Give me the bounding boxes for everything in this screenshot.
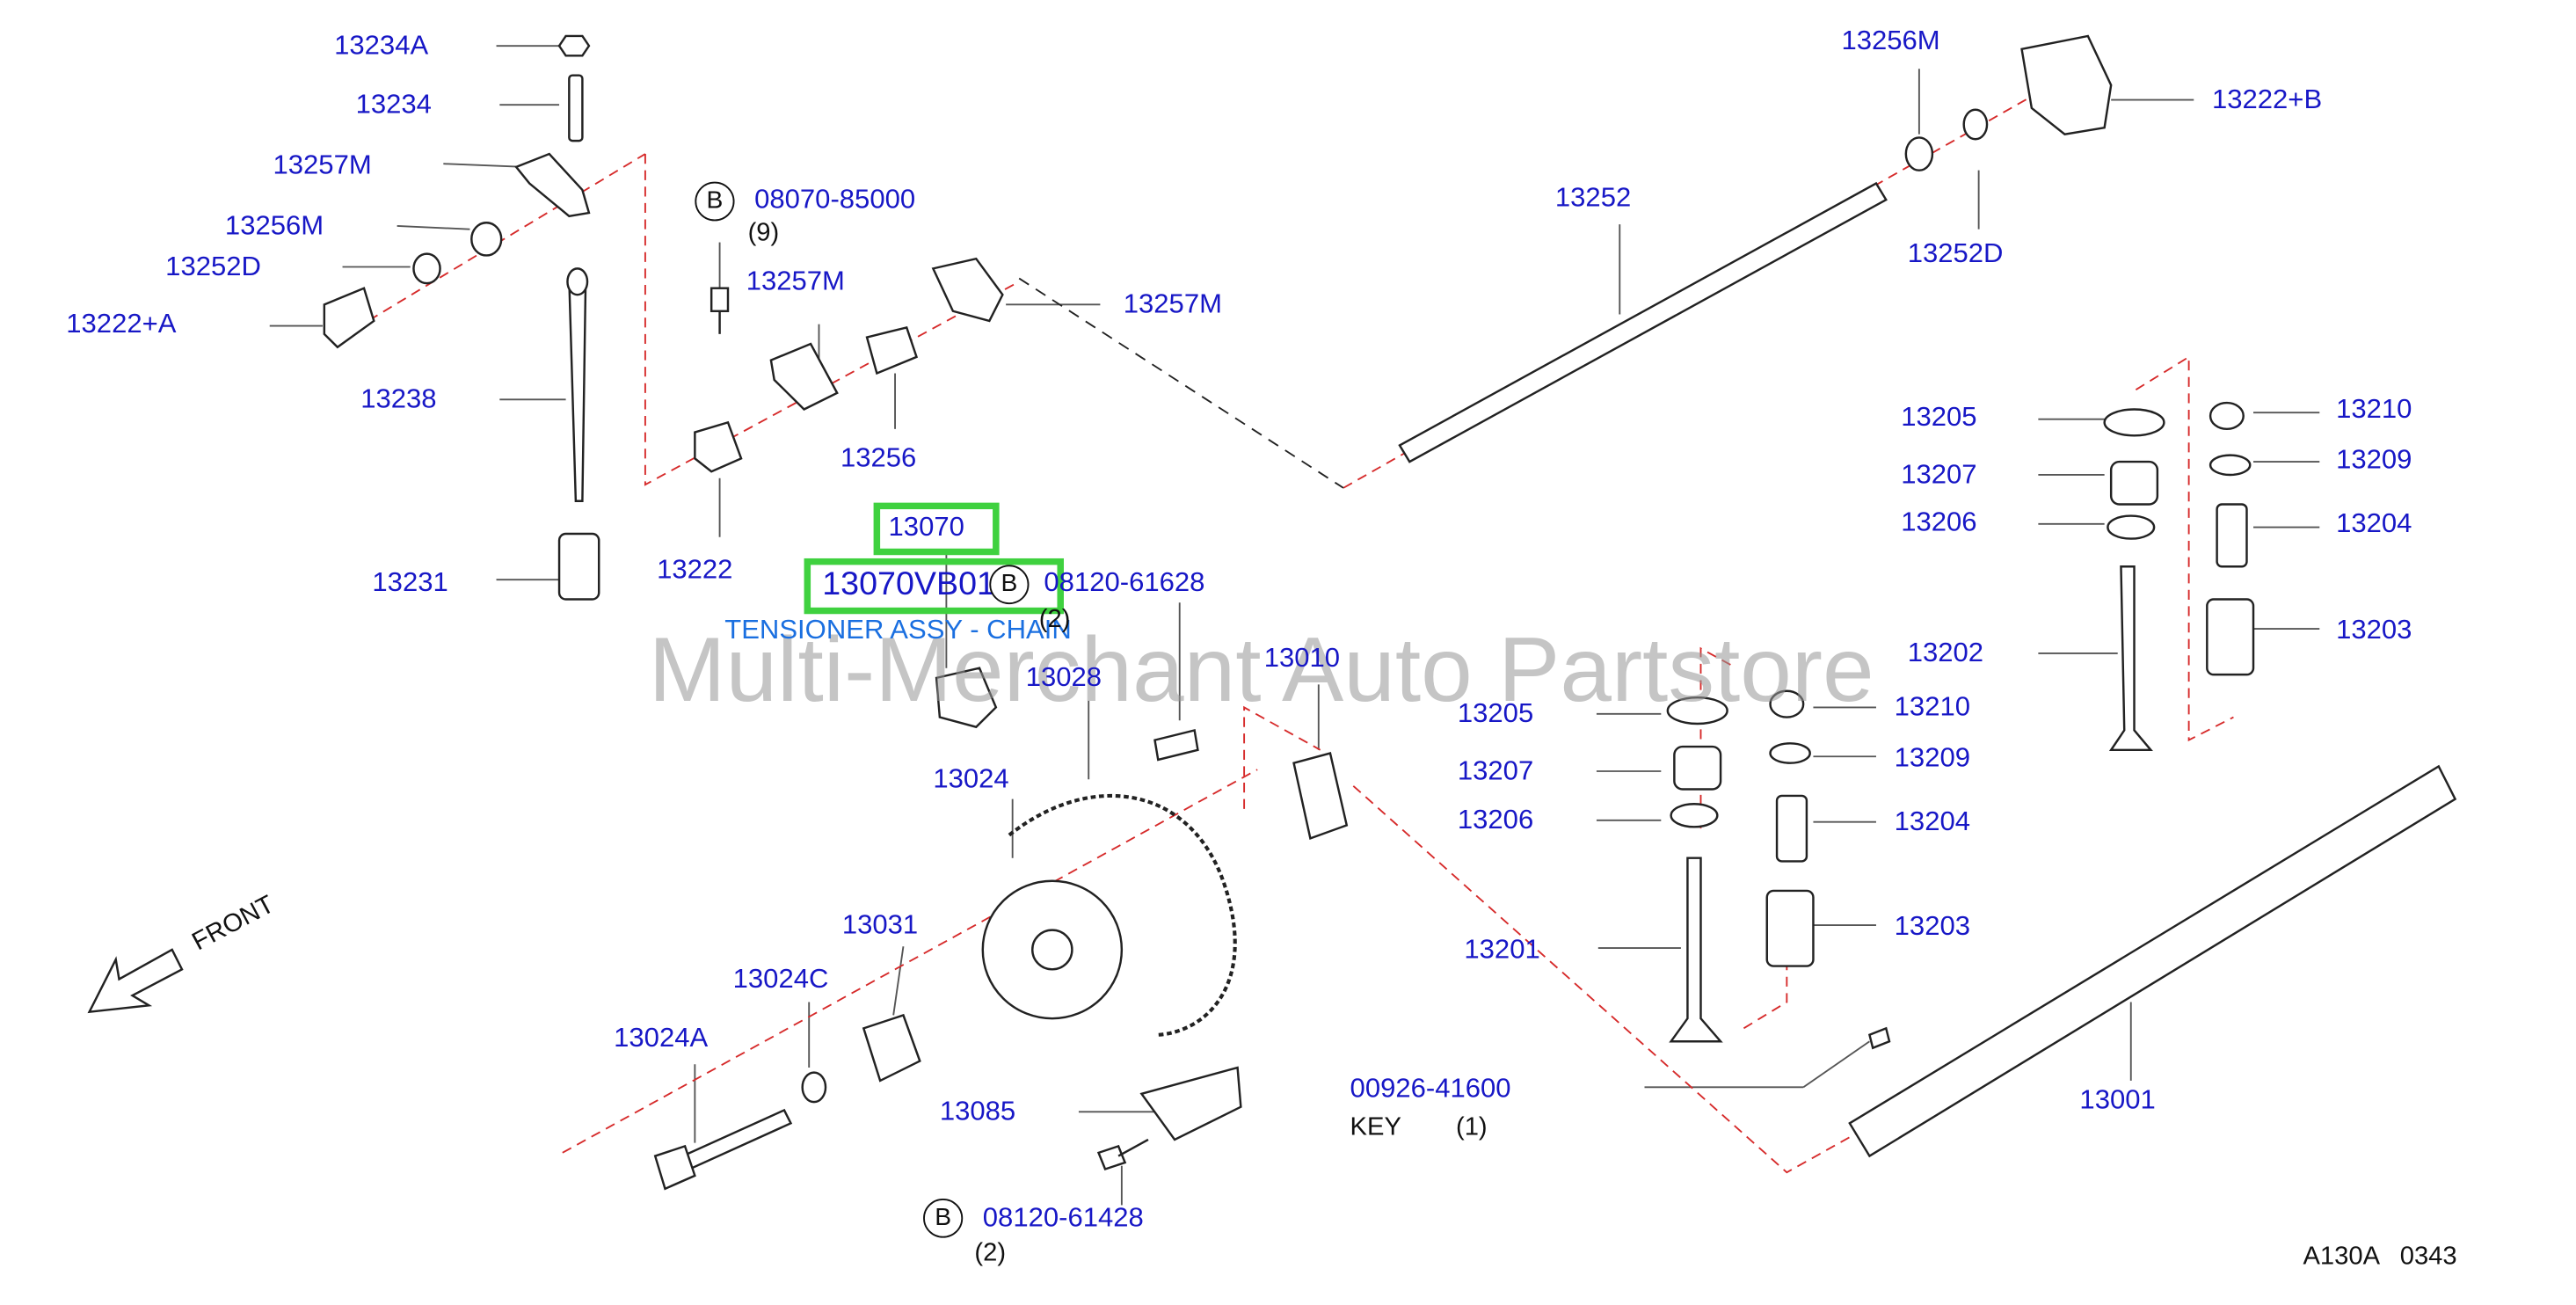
callout-13234A[interactable]: 13234A: [334, 31, 429, 61]
callout-13204-center[interactable]: 13204: [1894, 806, 1971, 837]
callout-13210-center[interactable]: 13210: [1894, 692, 1971, 723]
leader-lines: [269, 45, 2320, 1206]
callout-13206-right[interactable]: 13206: [1901, 507, 1977, 537]
callout-13257M-right[interactable]: 13257M: [1123, 289, 1222, 320]
callout-00926-41600[interactable]: 00926-41600: [1350, 1074, 1511, 1104]
highlight-part-number[interactable]: 13070: [888, 512, 964, 543]
part-description: TENSIONER ASSY - CHAIN: [724, 616, 1072, 645]
callout-13024A[interactable]: 13024A: [614, 1023, 709, 1053]
callout-13256M-right[interactable]: 13256M: [1841, 26, 1940, 56]
bolt-badge-b-1: B: [695, 181, 735, 222]
parts-drawing: [87, 34, 2457, 1191]
bolt-badge-b-2: B: [989, 565, 1030, 605]
callout-13031[interactable]: 13031: [841, 910, 919, 940]
diagram-code: A130A 0343: [2303, 1243, 2457, 1271]
callout-13209-right[interactable]: 13209: [2336, 445, 2412, 475]
quantity-2-lower: (2): [974, 1239, 1007, 1268]
callout-13231[interactable]: 13231: [372, 568, 448, 598]
callout-13203-center[interactable]: 13203: [1894, 912, 1971, 942]
key-label: KEY: [1350, 1113, 1401, 1141]
callout-13206-center[interactable]: 13206: [1457, 806, 1534, 835]
bolt-badge-b-3: B: [923, 1198, 964, 1238]
callout-13201[interactable]: 13201: [1464, 935, 1540, 965]
quantity-2-upper: (2): [1038, 605, 1071, 634]
callout-13257M-center[interactable]: 13257M: [746, 266, 845, 297]
callout-13203-right[interactable]: 13203: [2336, 616, 2412, 645]
callout-13238[interactable]: 13238: [360, 384, 437, 415]
highlight-part-full-number[interactable]: 13070VB010: [822, 566, 1014, 603]
callout-13205-center[interactable]: 13205: [1457, 699, 1534, 729]
callout-08070-85000[interactable]: 08070-85000: [754, 185, 916, 215]
callout-13207-right[interactable]: 13207: [1901, 460, 1977, 490]
callout-08120-61628[interactable]: 08120-61628: [1044, 568, 1205, 598]
callout-08120-61428[interactable]: 08120-61428: [982, 1203, 1144, 1234]
callout-13209-center[interactable]: 13209: [1894, 743, 1971, 773]
callout-13024[interactable]: 13024: [933, 764, 1009, 795]
callout-13205-right[interactable]: 13205: [1901, 403, 1977, 433]
callout-13252[interactable]: 13252: [1554, 183, 1632, 214]
callout-13010[interactable]: 13010: [1263, 643, 1341, 674]
quantity-9: (9): [747, 219, 780, 248]
callout-13210-right[interactable]: 13210: [2336, 394, 2412, 425]
callout-13252D-right[interactable]: 13252D: [1907, 238, 2004, 269]
callout-13222A[interactable]: 13222+A: [66, 309, 177, 339]
callout-13204-right[interactable]: 13204: [2336, 509, 2412, 539]
callout-13024C[interactable]: 13024C: [732, 964, 829, 995]
callout-13202[interactable]: 13202: [1907, 638, 1984, 668]
callout-13256M-left[interactable]: 13256M: [224, 211, 324, 241]
callout-13207-center[interactable]: 13207: [1457, 756, 1534, 786]
highlight-box-part-full[interactable]: [804, 558, 1064, 615]
callout-13222[interactable]: 13222: [657, 555, 733, 585]
highlight-box-part[interactable]: [873, 502, 1000, 556]
quantity-1: (1): [1455, 1113, 1488, 1141]
black-dashed-line: [1018, 277, 1344, 489]
watermark: Multi-Merchant Auto Partstore: [648, 616, 1874, 721]
callout-13252D-left[interactable]: 13252D: [165, 252, 261, 282]
callout-13256[interactable]: 13256: [840, 443, 917, 474]
callout-13001[interactable]: 13001: [2079, 1085, 2156, 1116]
callout-13085[interactable]: 13085: [939, 1097, 1016, 1127]
callout-13257M-left[interactable]: 13257M: [273, 150, 372, 180]
callout-13028[interactable]: 13028: [1025, 663, 1102, 693]
callout-13222B[interactable]: 13222+B: [2211, 84, 2323, 115]
callout-13234[interactable]: 13234: [355, 90, 432, 120]
